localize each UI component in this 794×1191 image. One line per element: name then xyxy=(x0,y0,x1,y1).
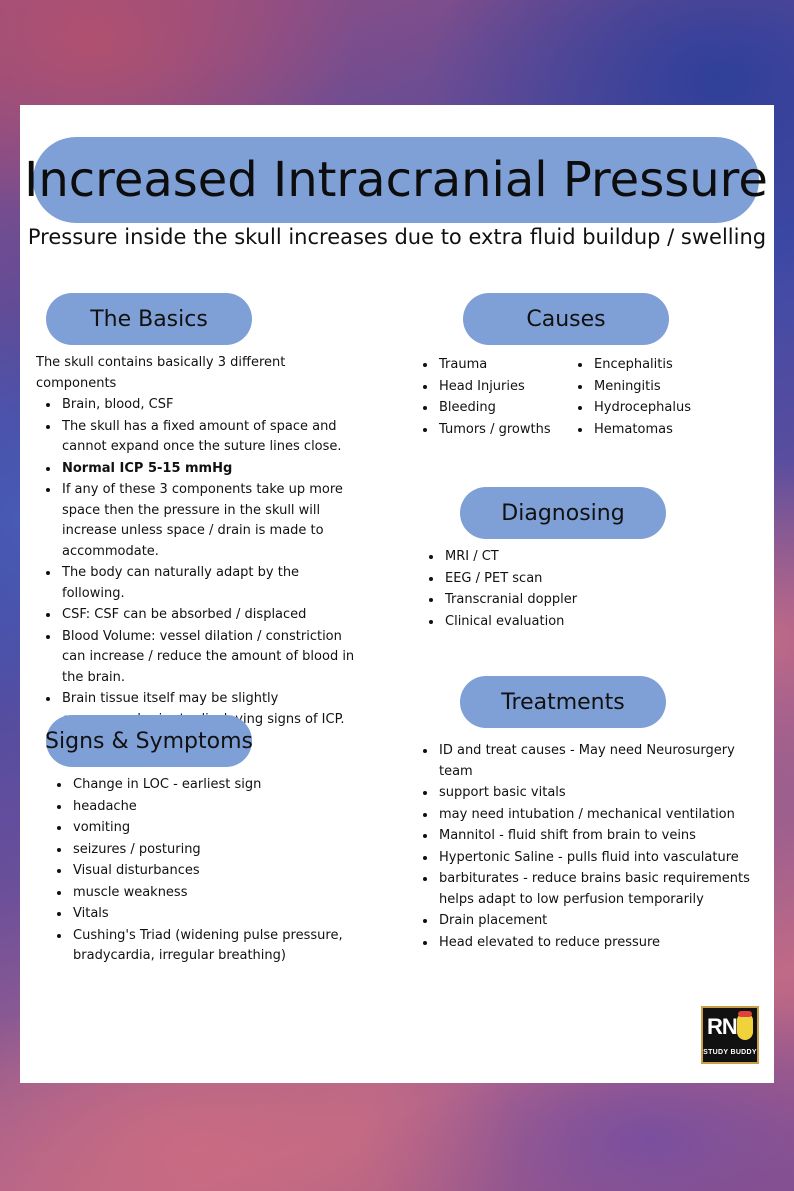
list-item: The skull has a fixed amount of space an… xyxy=(60,416,356,458)
list-item: Change in LOC - earliest sign xyxy=(71,774,357,796)
causes-column-1: Trauma Head Injuries Bleeding Tumors / g… xyxy=(413,354,563,440)
list-item: may need intubation / mechanical ventila… xyxy=(437,804,753,826)
diagnosing-heading: Diagnosing xyxy=(460,487,666,539)
signs-list: Change in LOC - earliest sign headache v… xyxy=(47,774,357,967)
list-item: Brain, blood, CSF xyxy=(60,394,356,416)
page-title: Increased Intracranial Pressure xyxy=(24,137,768,223)
list-item: Hematomas xyxy=(592,419,728,441)
list-item: headache xyxy=(71,796,357,818)
list-item: If any of these 3 components take up mor… xyxy=(60,479,356,562)
list-item: Head Injuries xyxy=(437,376,563,398)
rn-study-buddy-logo: RN STUDY BUDDY xyxy=(701,1006,759,1064)
pencil-mascot-icon xyxy=(737,1011,753,1040)
list-item: The body can naturally adapt by the foll… xyxy=(60,562,356,604)
list-item: vomiting xyxy=(71,817,357,839)
list-item: Mannitol - fluid shift from brain to vei… xyxy=(437,825,753,847)
logo-rn-text: RN xyxy=(707,1014,738,1039)
list-item: CSF: CSF can be absorbed / displaced xyxy=(60,604,356,626)
list-item: Blood Volume: vessel dilation / constric… xyxy=(60,626,356,689)
list-item: seizures / posturing xyxy=(71,839,357,861)
list-item: Transcranial doppler xyxy=(443,589,719,611)
causes-list-1: Trauma Head Injuries Bleeding Tumors / g… xyxy=(413,354,563,440)
list-item: Bleeding xyxy=(437,397,563,419)
list-item: Meningitis xyxy=(592,376,728,398)
list-item: ID and treat causes - May need Neurosurg… xyxy=(437,740,753,782)
signs-section: Change in LOC - earliest sign headache v… xyxy=(47,774,357,967)
basics-lead: The skull contains basically 3 different… xyxy=(36,355,286,391)
page-subtitle: Pressure inside the skull increases due … xyxy=(27,225,767,249)
treatments-list: ID and treat causes - May need Neurosurg… xyxy=(413,740,753,953)
list-item: Cushing's Triad (widening pulse pressure… xyxy=(71,925,357,967)
list-item: muscle weakness xyxy=(71,882,357,904)
causes-list-2: Encephalitis Meningitis Hydrocephalus He… xyxy=(568,354,728,440)
treatments-section: ID and treat causes - May need Neurosurg… xyxy=(413,740,753,953)
list-item: MRI / CT xyxy=(443,546,719,568)
study-sheet: Increased Intracranial Pressure Pressure… xyxy=(20,105,774,1083)
list-item: Trauma xyxy=(437,354,563,376)
signs-heading: Signs & Symptoms xyxy=(45,715,253,767)
basics-heading: The Basics xyxy=(46,293,252,345)
list-item: Head elevated to reduce pressure xyxy=(437,932,753,954)
causes-heading: Causes xyxy=(463,293,669,345)
basics-list: Brain, blood, CSF The skull has a fixed … xyxy=(36,394,356,730)
diagnosing-section: MRI / CT EEG / PET scan Transcranial dop… xyxy=(419,546,719,632)
list-item: Drain placement xyxy=(437,910,753,932)
basics-section: The skull contains basically 3 different… xyxy=(36,353,356,730)
list-item: Encephalitis xyxy=(592,354,728,376)
causes-column-2: Encephalitis Meningitis Hydrocephalus He… xyxy=(568,354,728,440)
diagnosing-list: MRI / CT EEG / PET scan Transcranial dop… xyxy=(419,546,719,632)
list-item: Hypertonic Saline - pulls fluid into vas… xyxy=(437,847,753,869)
list-item: Tumors / growths xyxy=(437,419,563,441)
treatments-heading: Treatments xyxy=(460,676,666,728)
list-item: support basic vitals xyxy=(437,782,753,804)
list-item: barbiturates - reduce brains basic requi… xyxy=(437,868,753,910)
logo-buddy-text: STUDY BUDDY xyxy=(703,1049,757,1056)
list-item: Hydrocephalus xyxy=(592,397,728,419)
list-item: Normal ICP 5-15 mmHg xyxy=(60,458,356,480)
list-item: Vitals xyxy=(71,903,357,925)
list-item: Visual disturbances xyxy=(71,860,357,882)
list-item: EEG / PET scan xyxy=(443,568,719,590)
list-item: Clinical evaluation xyxy=(443,611,719,633)
